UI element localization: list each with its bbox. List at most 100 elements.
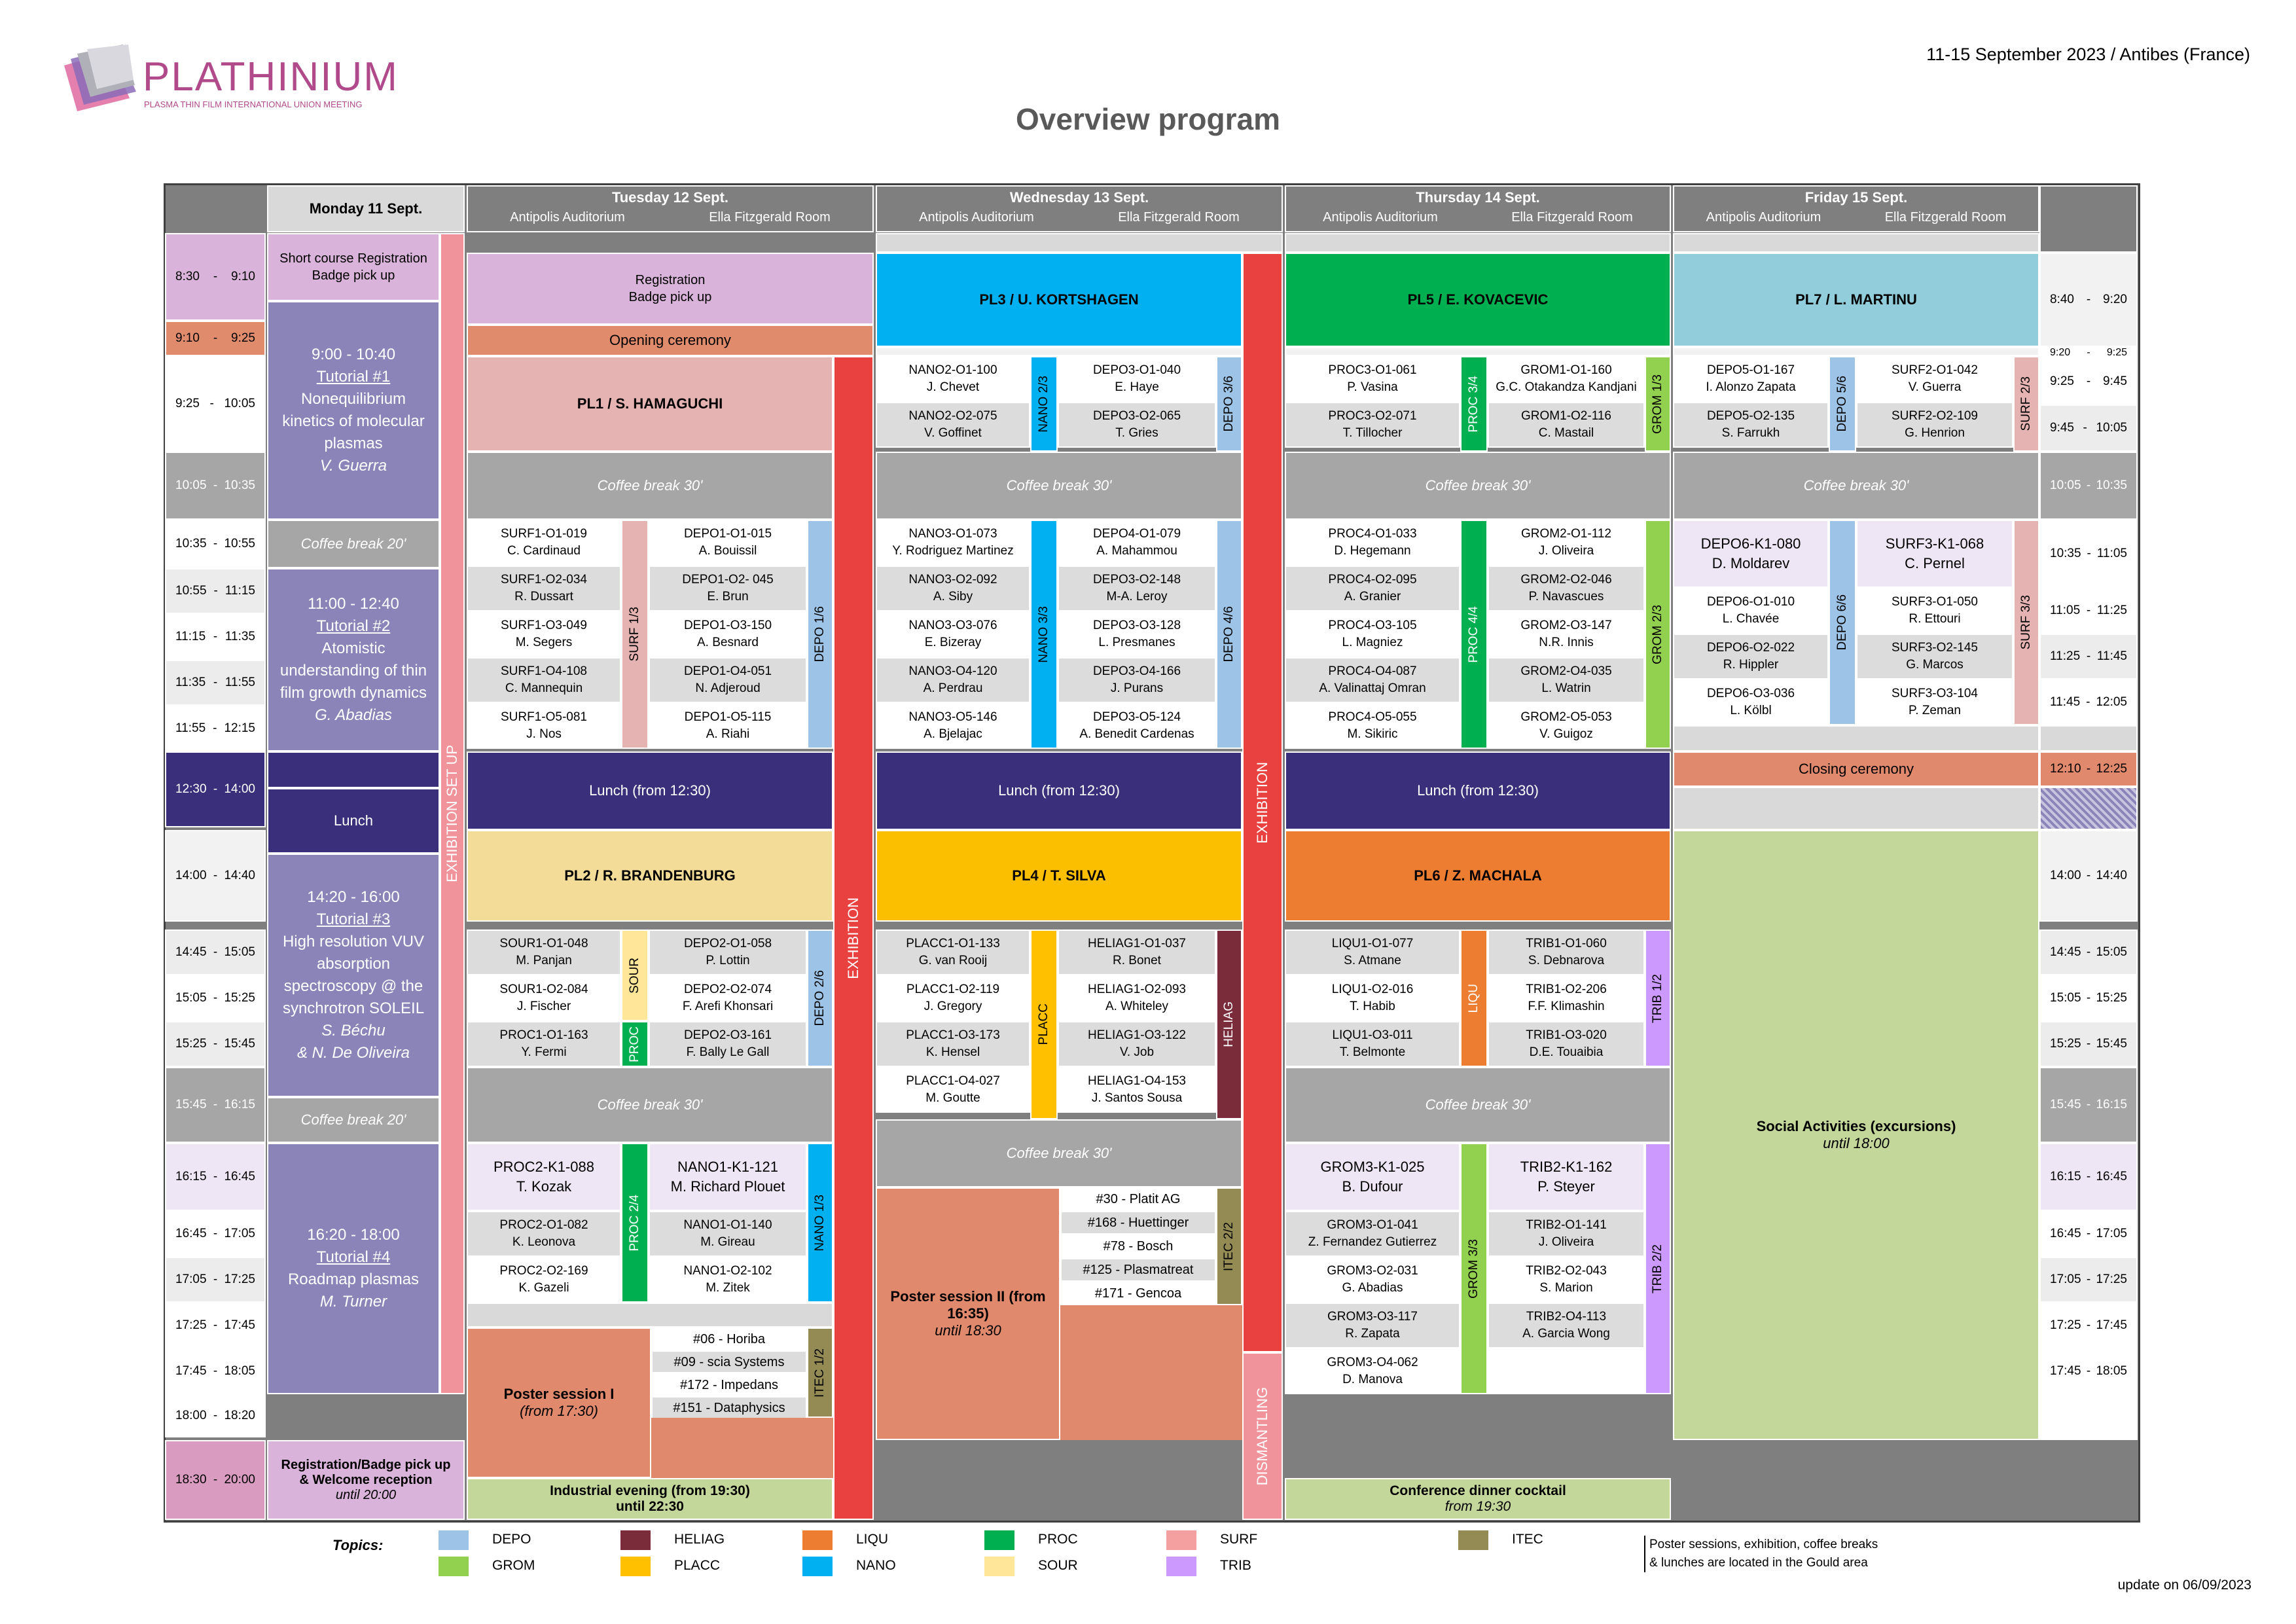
plenary-pl5[interactable]: PL5 / E. KOVACEVIC [1285,253,1671,347]
talk-slot-empty[interactable] [1488,1348,1645,1394]
plenary-pl4[interactable]: PL4 / T. SILVA [876,830,1242,922]
exhibitor-slot[interactable]: #171 - Gencoa [1060,1282,1216,1305]
exhibitor-slot[interactable]: #30 - Platit AG [1060,1187,1216,1211]
exhibitor-slot[interactable]: #06 - Horiba [651,1327,807,1350]
exhibitor-slot[interactable]: #172 - Impedans [651,1373,807,1396]
exhibitor-slot[interactable]: #125 - Plasmatreat [1060,1258,1216,1282]
plenary-pl3[interactable]: PL3 / U. KORTSHAGEN [876,253,1242,347]
exhibitor-slot[interactable]: #151 - Dataphysics [651,1396,807,1419]
plenary-pl1[interactable]: PL1 / S. HAMAGUCHI [467,356,833,452]
plenary-pl2[interactable]: PL2 / R. BRANDENBURG [467,830,833,922]
exhibitor-slot[interactable]: #09 - scia Systems [651,1350,807,1373]
exhibitor-slot[interactable]: #78 - Bosch [1060,1235,1216,1258]
plenary-pl7[interactable]: PL7 / L. MARTINU [1673,253,2039,347]
exhibitor-slot[interactable]: #168 - Huettinger [1060,1211,1216,1235]
plenary-pl6[interactable]: PL6 / Z. MACHALA [1285,830,1671,922]
